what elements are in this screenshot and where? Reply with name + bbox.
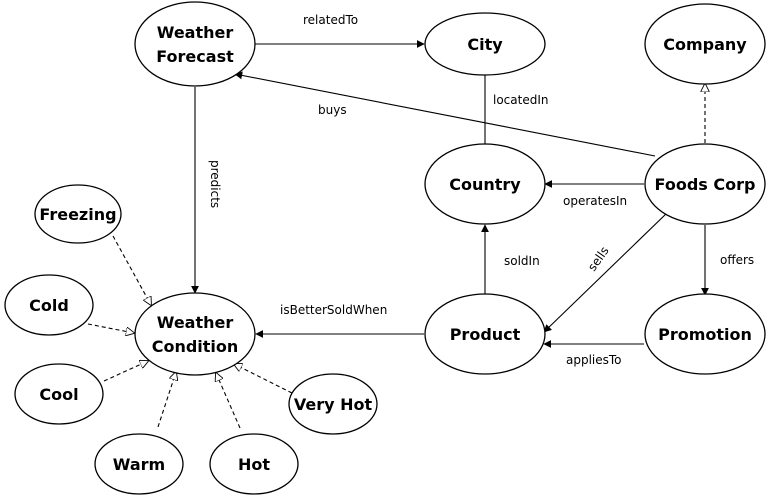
node-cold[interactable]: Cold xyxy=(4,274,94,336)
node-label-freezing: Freezing xyxy=(39,205,116,224)
edge-label-sells: sells xyxy=(585,244,612,274)
edge-label-applies-to: appliesTo xyxy=(566,353,622,367)
edge-label-predicts: predicts xyxy=(208,160,222,208)
edge-label-sold-in: soldIn xyxy=(504,254,540,268)
node-weather-forecast[interactable]: Weather Forecast xyxy=(134,1,256,87)
edge-label-is-better-sold-when: isBetterSoldWhen xyxy=(280,303,387,317)
edge-subclass-very-hot xyxy=(234,364,293,394)
node-freezing[interactable]: Freezing xyxy=(34,184,122,244)
node-label-promotion: Promotion xyxy=(658,325,752,344)
node-weather-condition[interactable]: Weather Condition xyxy=(134,292,256,376)
edge-subclass-cold xyxy=(87,323,134,333)
edge-label-offers: offers xyxy=(720,253,754,267)
node-city[interactable]: City xyxy=(424,12,546,76)
node-foods-corp[interactable]: Foods Corp xyxy=(644,143,766,225)
node-label-weather-forecast-1: Weather xyxy=(157,23,234,42)
node-label-warm: Warm xyxy=(113,455,165,474)
node-label-company: Company xyxy=(663,35,747,54)
node-promotion[interactable]: Promotion xyxy=(644,293,766,375)
edge-subclass-cool xyxy=(103,361,148,382)
edge-sells xyxy=(543,211,669,333)
edge-label-buys: buys xyxy=(318,103,347,117)
node-label-city: City xyxy=(467,35,503,54)
edge-label-located-in: locatedIn xyxy=(493,93,548,107)
edge-label-related-to: relatedTo xyxy=(303,13,358,27)
node-very-hot[interactable]: Very Hot xyxy=(288,373,378,435)
node-label-country: Country xyxy=(449,175,521,194)
node-label-weather-forecast-2: Forecast xyxy=(156,47,234,66)
node-label-hot: Hot xyxy=(238,455,270,474)
node-label-very-hot: Very Hot xyxy=(294,395,373,414)
node-label-weather-condition-1: Weather xyxy=(157,313,234,332)
node-product[interactable]: Product xyxy=(424,293,546,375)
node-label-weather-condition-2: Condition xyxy=(152,337,239,356)
node-cool[interactable]: Cool xyxy=(14,363,104,425)
node-label-foods-corp: Foods Corp xyxy=(655,175,756,194)
node-hot[interactable]: Hot xyxy=(209,433,299,495)
node-label-cool: Cool xyxy=(39,385,78,404)
node-label-product: Product xyxy=(450,325,521,344)
edge-buys xyxy=(234,71,656,157)
edge-subclass-hot xyxy=(216,373,241,429)
node-company[interactable]: Company xyxy=(644,3,766,85)
node-label-cold: Cold xyxy=(29,296,69,315)
edge-label-operates-in: operatesIn xyxy=(563,194,627,208)
node-country[interactable]: Country xyxy=(424,143,546,225)
edge-subclass-warm xyxy=(157,372,176,428)
edge-subclass-freezing xyxy=(112,235,151,305)
node-warm[interactable]: Warm xyxy=(94,433,184,495)
